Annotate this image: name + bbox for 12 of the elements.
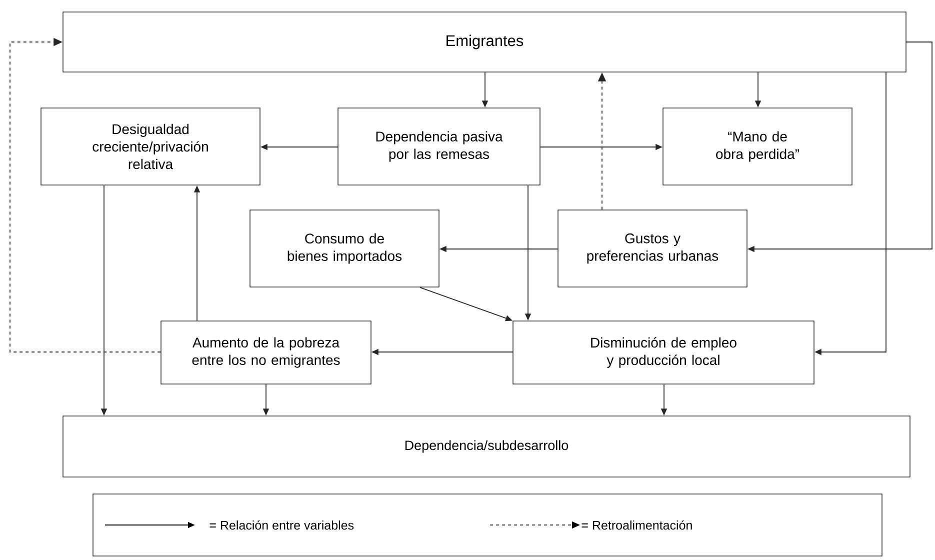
process-box: Consumo de bienes importados — [250, 210, 440, 288]
process-box: Aumento de la pobreza entre los no emigrantes — [160, 320, 372, 384]
legend-label: = Retroalimentación — [582, 520, 692, 530]
process-box: Emigrantes — [62, 12, 906, 72]
process-box: “Mano de obra perdida” — [662, 108, 852, 186]
process-box: Desigualdad creciente/privación relativa — [40, 108, 260, 186]
process-box: Dependencia pasiva por las remesas — [338, 108, 540, 186]
process-box: Dependencia/subdesarrollo — [62, 416, 910, 478]
arrow — [10, 38, 162, 352]
legend-label: = Relación entre variables — [210, 520, 354, 530]
process-box: Disminución de empleo y producción local — [512, 320, 814, 384]
process-box: Gustos y preferencias urbanas — [558, 210, 748, 288]
